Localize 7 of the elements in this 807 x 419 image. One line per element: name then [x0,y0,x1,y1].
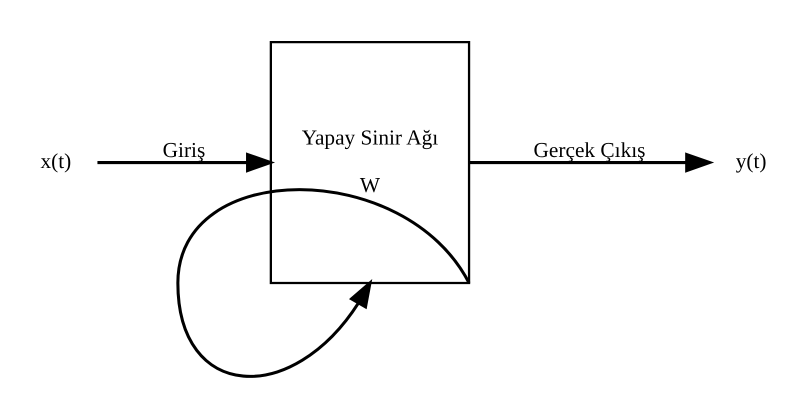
arrow [469,152,714,173]
node-box: Yapay Sinir Ağı W [270,40,470,284]
node-text: y(t) [736,149,767,174]
edge-label: Giriş [162,138,206,162]
edge-label: Gerçek Çıkış [534,138,646,162]
node-text: x(t) [40,149,72,174]
arrow [97,152,276,173]
